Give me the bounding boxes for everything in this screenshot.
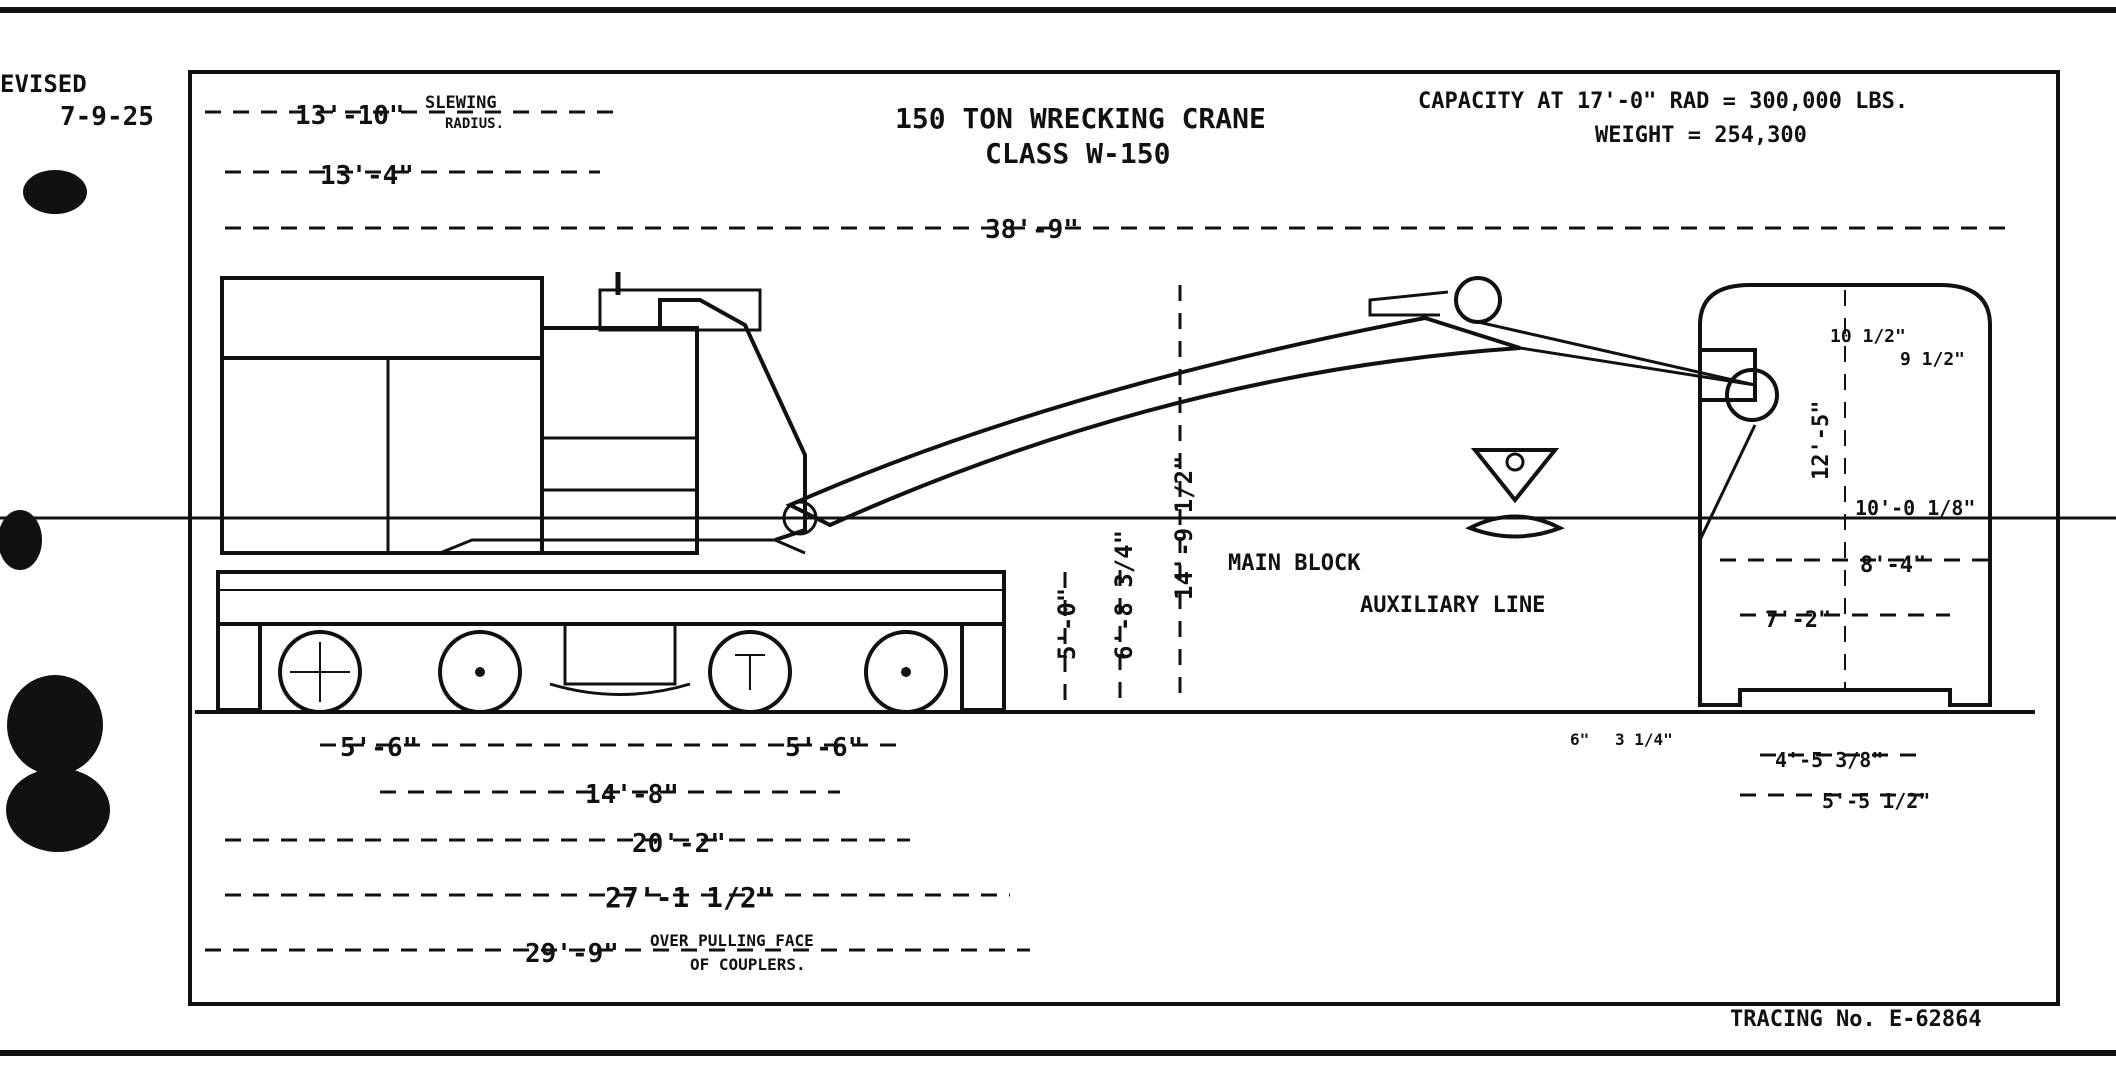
end-sill-right xyxy=(960,622,1006,712)
dim-rail-3: 3 1/4" xyxy=(1615,730,1673,749)
dim-clear-4-5: 4'-5 3/8" xyxy=(1775,748,1883,772)
dim-29-9: 29'-9" xyxy=(525,939,619,969)
dim-wheelbase-1: 5'-6" xyxy=(340,733,418,763)
car-frame xyxy=(216,570,1006,626)
wheel xyxy=(438,630,522,714)
dim-couplers-2: OF COUPLERS. xyxy=(690,955,806,974)
house-cab-outline xyxy=(658,298,807,542)
revised-label: EVISED xyxy=(0,70,87,98)
drawing-title: 150 TON WRECKING CRANE xyxy=(895,102,1266,135)
dim-clear-12-5: 12'-5" xyxy=(1809,401,1834,480)
crane-house-rear xyxy=(220,276,544,555)
dim-rail-6: 6" xyxy=(1570,730,1589,749)
clearance-outline xyxy=(1698,283,1992,707)
crane-boom xyxy=(785,315,1521,528)
ink-blot xyxy=(23,170,87,214)
dim-slewing-value: 13'-10" xyxy=(295,101,405,131)
drawing-border xyxy=(188,70,2060,1006)
boom-head-sheave xyxy=(1454,276,1502,324)
auxiliary-line-label: AUXILIARY LINE xyxy=(1360,593,1545,618)
main-block-body xyxy=(1470,448,1560,504)
center-bolster xyxy=(563,622,677,686)
drawing-class: CLASS W-150 xyxy=(985,137,1170,170)
end-sill-left xyxy=(216,622,262,712)
ink-blot xyxy=(0,510,42,570)
aux-line-cable xyxy=(1698,424,1757,541)
crane-house-front xyxy=(540,326,699,555)
wheel xyxy=(278,630,362,714)
boom-head-bracket xyxy=(1368,290,1449,317)
revised-date: 7-9-25 xyxy=(60,102,154,132)
dim-overall: 38'-9" xyxy=(985,215,1079,245)
turntable xyxy=(439,538,806,555)
main-block-label: MAIN BLOCK xyxy=(1228,551,1361,576)
dim-14-9: 14'-9 1/2" xyxy=(1170,456,1198,601)
counterweight-bracket xyxy=(598,288,762,332)
dim-6-8: 6'-8 3/4" xyxy=(1110,530,1138,660)
main-block-pin xyxy=(1505,452,1525,472)
dim-27: 27'-1 1/2" xyxy=(605,881,774,914)
dim-13-4: 13'-4" xyxy=(320,161,414,191)
dim-truck-centers: 14'-8" xyxy=(585,780,679,810)
dim-clear-8-4: 8'-4" xyxy=(1860,553,1926,578)
hoist-line-bottom xyxy=(1519,346,1756,387)
ink-blot xyxy=(7,675,103,775)
dim-slewing-text1: SLEWING xyxy=(425,93,497,113)
weight-spec: WEIGHT = 254,300 xyxy=(1595,123,1807,148)
wheel xyxy=(864,630,948,714)
dim-clear-7-2: 7'-2" xyxy=(1765,608,1831,633)
main-block-hook xyxy=(1465,514,1565,539)
dim-clear-10-0: 10'-0 1/8" xyxy=(1855,496,1975,520)
dim-couplers-1: OVER PULLING FACE xyxy=(650,931,814,950)
ink-blot xyxy=(6,768,110,852)
bolster-spring xyxy=(549,682,691,696)
dim-slewing-text2: RADIUS. xyxy=(445,116,504,132)
capacity-spec: CAPACITY AT 17'-0" RAD = 300,000 LBS. xyxy=(1418,89,1908,114)
dim-clear-5-5: 5'-5 1/2" xyxy=(1822,789,1930,813)
dim-5-0: 5'-0" xyxy=(1053,588,1081,660)
dim-clear-9: 9 1/2" xyxy=(1900,349,1965,370)
dim-wheelbase-2: 5'-6" xyxy=(785,733,863,763)
boom-foot-pin xyxy=(782,500,818,536)
tracing-number: TRACING No. E-62864 xyxy=(1730,1007,1982,1032)
dim-clear-10: 10 1/2" xyxy=(1830,326,1906,347)
hoist-line-top xyxy=(1477,320,1756,387)
wheel xyxy=(708,630,792,714)
dim-20-2: 20'-2" xyxy=(632,829,726,859)
tip-sheave xyxy=(1725,368,1779,422)
